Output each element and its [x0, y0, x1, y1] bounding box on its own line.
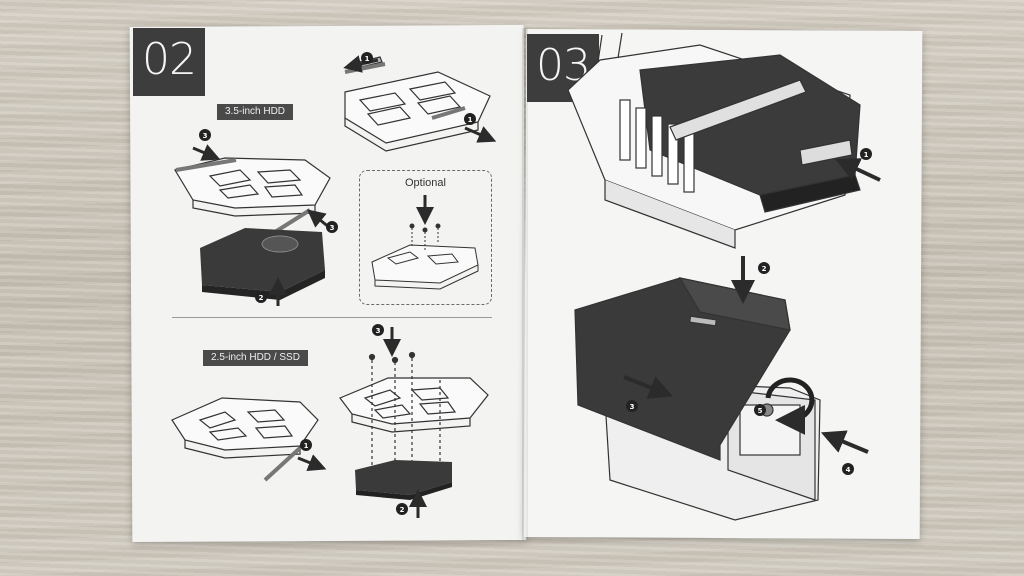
badge-label: 3	[203, 132, 208, 140]
badge-label: 3	[376, 327, 381, 335]
section-label-25-hdd-ssd: 2.5-inch HDD / SSD	[203, 350, 308, 366]
step-number-02: 02	[133, 28, 205, 96]
optional-label: Optional	[405, 177, 446, 189]
badge-label: 3	[630, 403, 635, 411]
enclosure-cover-illustration	[574, 277, 821, 521]
tray-illustration-hdd	[174, 157, 331, 234]
step-badge-icon: 1	[860, 148, 872, 160]
section-divider	[172, 317, 492, 318]
optional-panel: Optional	[359, 170, 492, 305]
badge-label: 4	[846, 466, 851, 474]
step-badge-icon: 3 3 2	[199, 129, 338, 303]
badge-label: 5	[758, 407, 763, 415]
step-badge-icon: 1 1	[361, 52, 476, 125]
badge-label: 2	[762, 265, 767, 273]
badge-label: 1	[468, 116, 473, 124]
hdd-drive-icon	[200, 228, 325, 300]
badge-label: 1	[864, 151, 869, 159]
arrow-icon	[623, 256, 869, 454]
page-fold	[522, 28, 528, 540]
badge-label: 1	[365, 55, 370, 63]
arrow-icon	[835, 158, 881, 182]
nas-chassis-illustration	[567, 32, 861, 249]
badge-label: 2	[400, 506, 405, 514]
tray-illustration-top	[344, 56, 491, 152]
badge-label: 1	[304, 442, 309, 450]
tray-illustration-25-right	[339, 351, 489, 472]
badge-label: 2	[259, 294, 264, 302]
ssd-drive-icon	[355, 460, 452, 500]
step-badge-icon: 1	[300, 439, 312, 451]
badge-label: 3	[330, 224, 335, 232]
step-badge-icon: 2 3 4 5	[626, 262, 854, 475]
section-label-35-hdd: 3.5-inch HDD	[217, 104, 294, 120]
rotate-arrow-icon	[765, 377, 815, 435]
tray-illustration-optional	[371, 223, 479, 290]
arrow-icon	[383, 327, 427, 518]
tray-illustration-25-left	[171, 397, 319, 482]
step-badge-icon: 3 2	[372, 324, 408, 515]
arrow-icon	[297, 454, 327, 472]
